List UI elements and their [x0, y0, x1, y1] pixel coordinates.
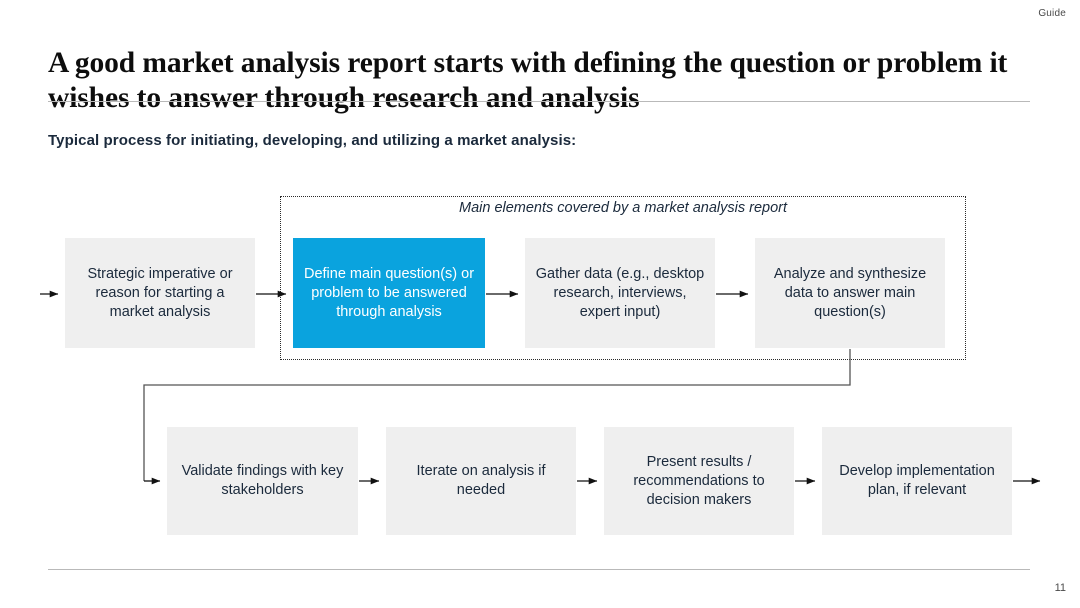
main-elements-group-label: Main elements covered by a market analys… — [458, 200, 787, 216]
page-title: A good market analysis report starts wit… — [48, 46, 1008, 114]
process-box-develop-implementation-plan[interactable]: Develop implementation plan, if relevant — [822, 427, 1012, 535]
guide-label: Guide — [1038, 8, 1066, 19]
process-box-strategic-imperative[interactable]: Strategic imperative or reason for start… — [65, 238, 255, 348]
title-divider — [48, 101, 1030, 102]
process-box-gather-data[interactable]: Gather data (e.g., desktop research, int… — [525, 238, 715, 348]
process-box-present-results[interactable]: Present results / recommendations to dec… — [604, 427, 794, 535]
process-box-iterate-analysis[interactable]: Iterate on analysis if needed — [386, 427, 576, 535]
subtitle: Typical process for initiating, developi… — [48, 132, 577, 149]
footer-divider — [48, 569, 1030, 570]
page-number: 11 — [1054, 582, 1066, 594]
process-box-define-main-question[interactable]: Define main question(s) or problem to be… — [293, 238, 485, 348]
process-box-validate-findings[interactable]: Validate findings with key stakeholders — [167, 427, 358, 535]
process-box-analyze-synthesize[interactable]: Analyze and synthesize data to answer ma… — [755, 238, 945, 348]
